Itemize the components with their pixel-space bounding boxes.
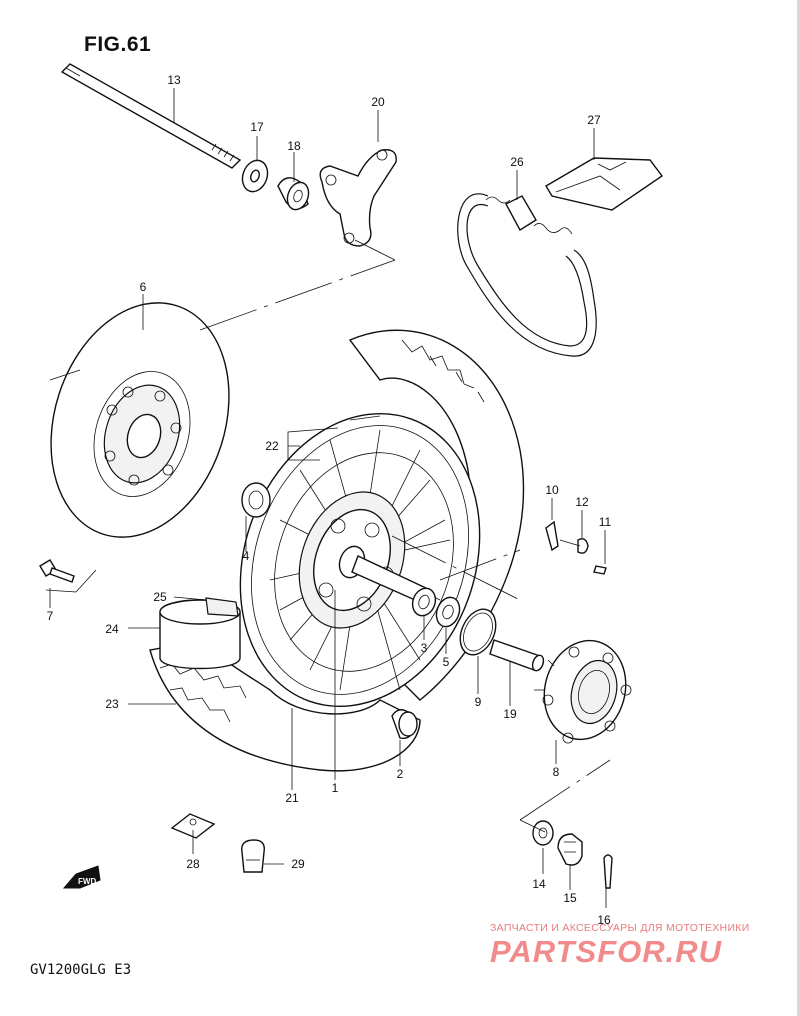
callout-19: 19 — [503, 707, 517, 721]
balancer-part — [170, 813, 216, 839]
tube-part — [159, 597, 241, 670]
callout-9: 9 — [475, 695, 482, 709]
callout-28: 28 — [186, 857, 200, 871]
callout-20: 20 — [371, 95, 385, 109]
fwd-label: FWD — [78, 877, 96, 886]
callout-22: 22 — [265, 439, 279, 453]
callout-8: 8 — [553, 765, 560, 779]
callout-6: 6 — [140, 280, 147, 294]
callout-2: 2 — [397, 767, 404, 781]
callout-23: 23 — [105, 697, 119, 711]
callout-7: 7 — [47, 609, 54, 623]
collar-part — [277, 177, 310, 211]
watermark-brand-logo: PARTSFOR.RU — [490, 934, 723, 969]
callout-labels: 13 17 18 20 26 27 6 7 22 4 25 24 23 21 1… — [47, 73, 612, 927]
callout-25: 25 — [153, 590, 167, 604]
bearing-part — [241, 482, 271, 518]
nut-part — [557, 833, 583, 866]
watermark-tagline: ЗАПЧАСТИ И АКСЕССУАРЫ ДЛЯ МОТОТЕХНИКИ — [490, 922, 750, 934]
callout-29: 29 — [291, 857, 305, 871]
callout-14: 14 — [532, 877, 546, 891]
tire-part — [149, 639, 421, 772]
tire-upper-part — [348, 329, 525, 701]
brake-disc-part — [50, 302, 230, 538]
o-ring-part — [459, 608, 497, 656]
figure-title: FIG.61 — [84, 33, 152, 56]
cotter-pin-part — [603, 854, 613, 889]
callout-12: 12 — [575, 495, 589, 509]
valve-cap-part — [241, 839, 265, 873]
axle-part — [60, 63, 242, 169]
cover-part — [545, 157, 663, 211]
chain-lock-part — [457, 193, 597, 357]
caliper-holder-part — [319, 149, 397, 247]
callout-13: 13 — [167, 73, 181, 87]
callout-17: 17 — [250, 120, 264, 134]
callout-16: 16 — [597, 913, 611, 927]
bracket-part — [545, 520, 607, 575]
washer-part — [241, 159, 269, 193]
leader-lines — [45, 88, 611, 908]
pin-part — [489, 639, 545, 672]
spacer-part — [391, 709, 418, 740]
sprocket-drum-part — [534, 639, 632, 744]
bearing-part — [411, 587, 437, 617]
callout-24: 24 — [105, 622, 119, 636]
bearing-part — [435, 596, 461, 628]
callout-4: 4 — [243, 549, 250, 563]
callout-27: 27 — [587, 113, 601, 127]
callout-5: 5 — [443, 655, 450, 669]
washer-part — [532, 820, 554, 846]
callout-11: 11 — [599, 515, 612, 529]
callout-3: 3 — [421, 641, 428, 655]
callout-26: 26 — [510, 155, 524, 169]
callout-10: 10 — [545, 483, 559, 497]
model-code: GV1200GLG E3 — [30, 962, 132, 978]
callout-15: 15 — [563, 891, 577, 905]
callout-21: 21 — [285, 791, 299, 805]
callout-18: 18 — [287, 139, 301, 153]
callout-1: 1 — [332, 781, 339, 795]
disc-bolt-part — [39, 559, 75, 583]
wheel-assembly — [239, 412, 481, 708]
fwd-arrow-icon: FWD — [62, 865, 101, 889]
right-edge-border — [797, 0, 800, 1016]
